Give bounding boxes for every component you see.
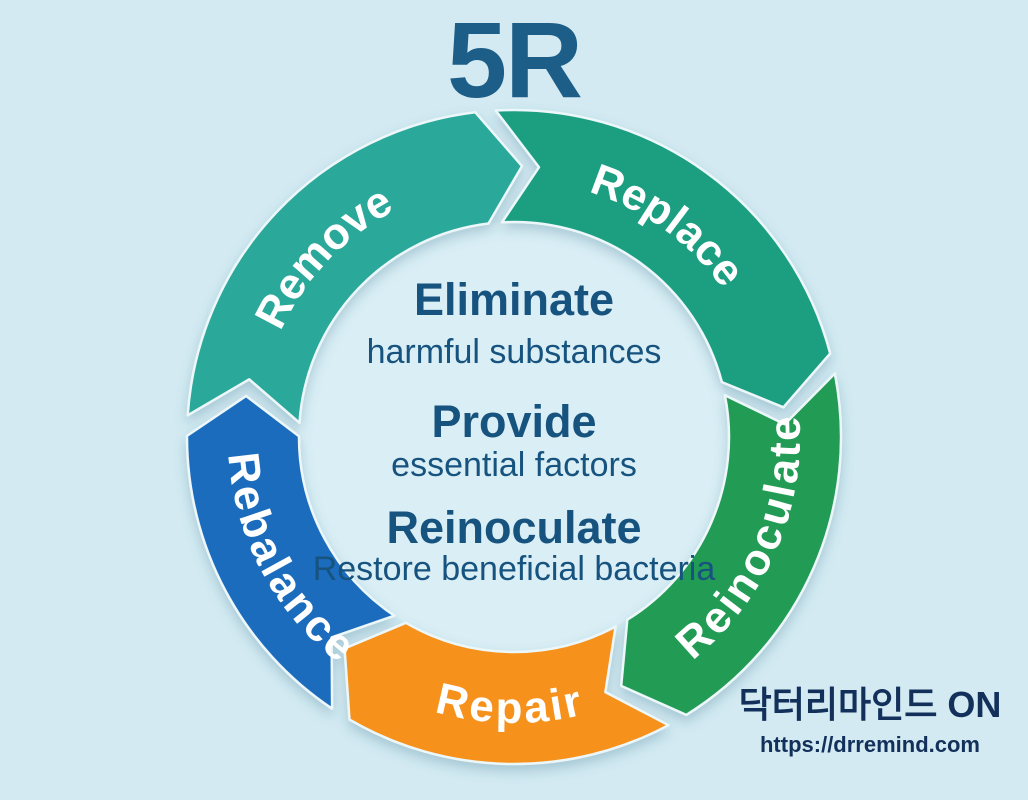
center-heading-eliminate: Eliminate — [414, 274, 614, 325]
center-sub-reinoculate: Restore beneficial bacteria — [313, 550, 716, 588]
page-title: 5R — [447, 0, 581, 120]
watermark-url: https://drremind.com — [760, 732, 980, 757]
segment-replace — [494, 108, 832, 409]
inner-circle — [299, 222, 729, 652]
watermark-brand: 닥터리마인드 ON — [739, 684, 1002, 725]
center-sub-provide: essential factors — [391, 446, 637, 484]
watermark: 닥터리마인드 ON https://drremind.com — [739, 684, 1002, 757]
center-heading-provide: Provide — [431, 396, 596, 447]
center-sub-eliminate: harmful substances — [367, 333, 662, 371]
segment-reinoculate — [619, 372, 843, 717]
segment-repair — [343, 621, 670, 766]
segment-remove — [186, 111, 524, 425]
center-heading-reinoculate: Reinoculate — [386, 502, 641, 553]
segment-rebalance — [185, 394, 396, 710]
center-text-block: Eliminate harmful substances Provide ess… — [313, 274, 716, 588]
